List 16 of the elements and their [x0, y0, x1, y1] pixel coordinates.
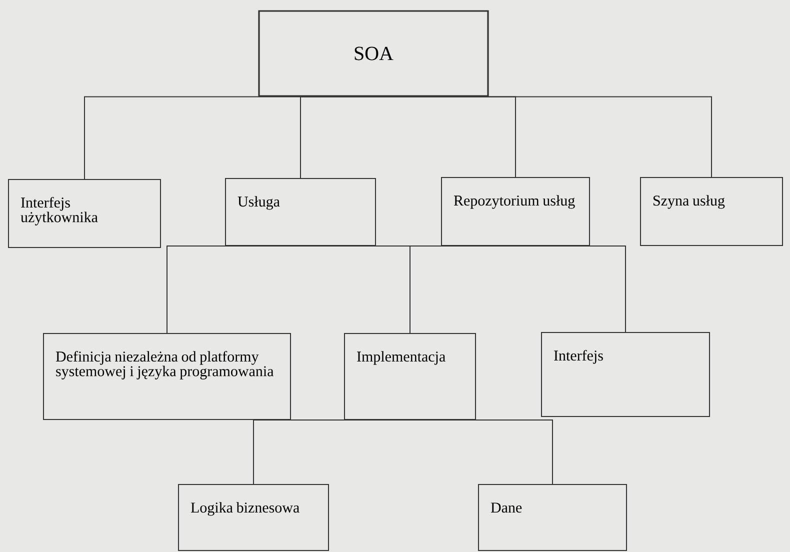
- connector-line: [373, 96, 712, 178]
- concept-box: Interfejs użytkownika: [8, 179, 161, 248]
- connector-line: [410, 420, 553, 484]
- concept-box: Repozytorium usług: [441, 177, 590, 246]
- concept-box: Logika biznesowa: [178, 484, 329, 551]
- concept-box: Szyna usług: [640, 177, 783, 246]
- concept-box: Dane: [478, 484, 627, 551]
- title-box: SOA: [258, 10, 489, 97]
- connector-line: [253, 420, 410, 484]
- connector-line: [300, 96, 374, 178]
- concept-box: Implementacja: [344, 333, 476, 420]
- concept-box: Usługa: [225, 178, 376, 246]
- concept-box: Definicja niezależna od platformy systemowej i języka programowania: [43, 333, 291, 420]
- concept-box: Interfejs: [541, 332, 710, 417]
- connector-line: [300, 246, 626, 332]
- connector-line: [166, 246, 301, 334]
